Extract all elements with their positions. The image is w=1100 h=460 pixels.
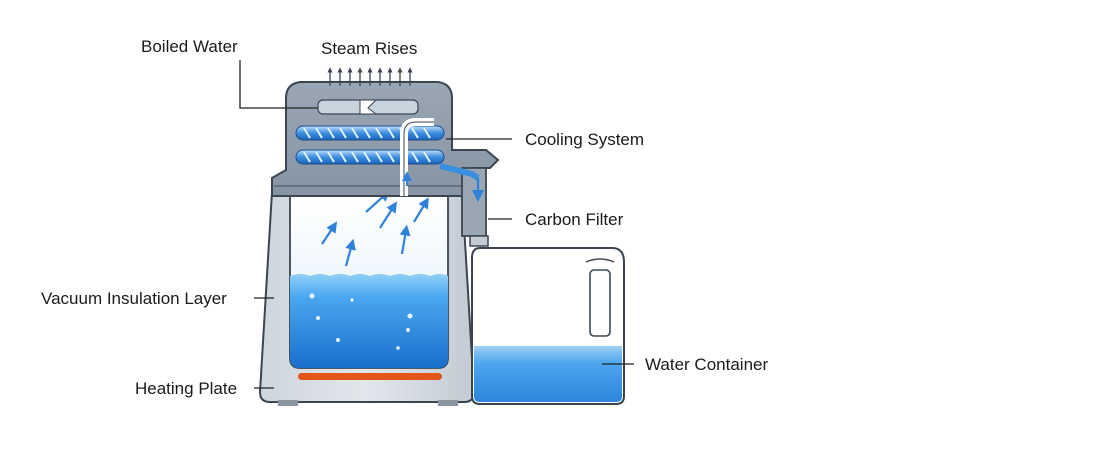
- label-heating-plate: Heating Plate: [135, 379, 237, 398]
- steam-rises-arrows: [327, 67, 413, 86]
- cooling-fan: [317, 99, 419, 115]
- cooling-coils: [295, 118, 484, 202]
- label-cooling-system: Cooling System: [525, 130, 644, 149]
- label-carbon-filter: Carbon Filter: [525, 210, 624, 229]
- boiling-chamber: [289, 195, 449, 369]
- steam-arrows: [321, 190, 429, 267]
- water-container: [471, 247, 625, 405]
- label-boiled-water: Boiled Water: [141, 37, 238, 56]
- label-vacuum-insulation-layer: Vacuum Insulation Layer: [41, 289, 227, 308]
- heating-plate: [298, 373, 442, 380]
- label-steam-rises: Steam Rises: [321, 39, 417, 58]
- label-water-container: Water Container: [645, 355, 768, 374]
- leader-lines: [239, 60, 634, 389]
- water-bubbles: [309, 293, 413, 350]
